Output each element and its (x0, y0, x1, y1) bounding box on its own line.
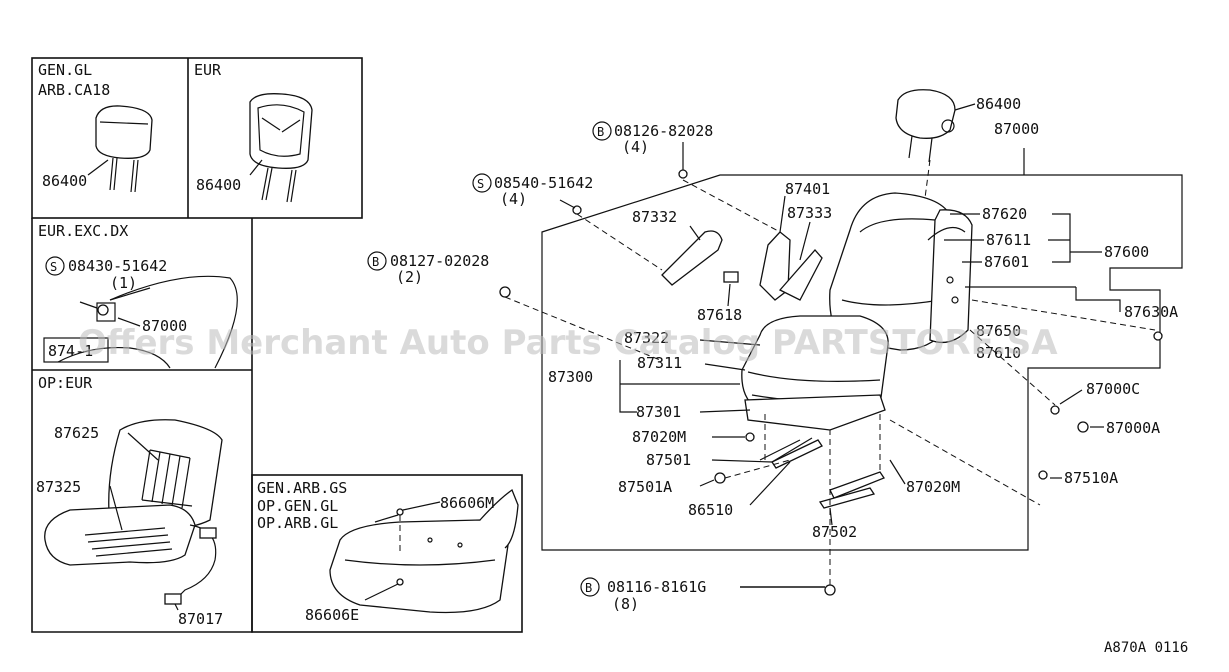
headrest-drawing (95, 105, 153, 193)
inset-title: OP:EUR (38, 374, 93, 392)
headrest-drawing (249, 93, 313, 203)
bolt-symbol-icon (580, 577, 600, 597)
fastener-code: 08540-51642 (494, 174, 593, 192)
part-label-87020M[interactable]: 87020M (632, 428, 686, 446)
part-label-87618[interactable]: 87618 (697, 306, 742, 324)
part-label[interactable]: 86606E (305, 606, 359, 624)
seat-heater-drawing (44, 419, 223, 605)
part-label-87630A[interactable]: 87630A (1124, 303, 1178, 321)
part-label-87000[interactable]: 87000 (994, 120, 1039, 138)
part-label-87650[interactable]: 87650 (976, 322, 1021, 340)
part-label[interactable]: 86606M (440, 494, 494, 512)
part-label[interactable]: 86400 (196, 176, 241, 194)
part-label-87610[interactable]: 87610 (976, 344, 1021, 362)
part-label-87501[interactable]: 87501 (646, 451, 691, 469)
part-label-87611[interactable]: 87611 (986, 231, 1031, 249)
part-label-87000C[interactable]: 87000C (1086, 380, 1140, 398)
part-label-87401[interactable]: 87401 (785, 180, 830, 198)
part-label-87300[interactable]: 87300 (548, 368, 593, 386)
part-labels: 86400 87000 87401 87332 87333 87620 8761… (548, 95, 1178, 541)
inset-frames (31, 57, 523, 633)
inset-eur: EUR 86400 (194, 61, 313, 203)
fastener-3[interactable]: B 08127-02028 (2) (367, 251, 489, 286)
part-label-87601[interactable]: 87601 (984, 253, 1029, 271)
part-label[interactable]: 86400 (42, 172, 87, 190)
fastener-qty: (1) (110, 274, 137, 292)
fastener-code: 08116-8161G (607, 578, 706, 596)
svg-text:B: B (597, 125, 604, 139)
fastener-qty: (4) (500, 190, 527, 208)
part-label-87501A[interactable]: 87501A (618, 478, 672, 496)
diagram-code: A870A 0116 (1104, 640, 1188, 656)
screw-symbol-icon (45, 256, 65, 276)
seat-assembly-drawing (499, 89, 1163, 596)
fastener-code: 08126-82028 (614, 122, 713, 140)
part-label-87020M[interactable]: 87020M (906, 478, 960, 496)
fastener-code: 08127-02028 (390, 252, 489, 270)
inset-title: GEN.ARB.GS (257, 479, 347, 497)
inset-gen-arb-gs: GEN.ARB.GS OP.GEN.GL OP.ARB.GL 86606M 86… (257, 479, 519, 624)
part-label-87311[interactable]: 87311 (637, 354, 682, 372)
part-label[interactable]: 87625 (54, 424, 99, 442)
part-label-87332[interactable]: 87332 (632, 208, 677, 226)
part-label-86510[interactable]: 86510 (688, 501, 733, 519)
fastener-code[interactable]: 08430-51642 (68, 257, 167, 275)
part-label[interactable]: 87000 (142, 317, 187, 335)
part-label-87620[interactable]: 87620 (982, 205, 1027, 223)
part-label-87000A[interactable]: 87000A (1106, 419, 1160, 437)
part-label-86400[interactable]: 86400 (976, 95, 1021, 113)
part-label-87333[interactable]: 87333 (787, 204, 832, 222)
part-label[interactable]: 87017 (178, 610, 223, 628)
inset-title: GEN.GL (38, 61, 92, 79)
fastener-qty: (4) (622, 138, 649, 156)
part-label[interactable]: 874-1 (48, 342, 93, 360)
fastener-qty: (8) (612, 595, 639, 613)
inset-title: EUR (194, 61, 222, 79)
part-label-87502[interactable]: 87502 (812, 523, 857, 541)
watermark: Offers Merchant Auto Parts Catalog PARTS… (78, 323, 1058, 363)
inset-title: OP.GEN.GL (257, 497, 338, 515)
svg-text:B: B (372, 255, 379, 269)
bolt-symbol-icon (367, 251, 387, 271)
seat-cushion-drawing (329, 488, 519, 614)
bolt-symbol-icon (592, 121, 612, 141)
part-label[interactable]: 87325 (36, 478, 81, 496)
part-label-87510A[interactable]: 87510A (1064, 469, 1118, 487)
svg-text:S: S (50, 260, 57, 274)
fastener-callouts: B 08126-82028 (4) S 08540-51642 (4) B 08… (367, 121, 825, 613)
part-label-87600[interactable]: 87600 (1104, 243, 1149, 261)
inset-eur-exc-dx: EUR.EXC.DX S 08430-51642 (1) 87000 874-1 (38, 222, 238, 369)
svg-text:B: B (585, 581, 592, 595)
inset-title: ARB.CA18 (38, 81, 110, 99)
fastener-2[interactable]: S 08540-51642 (4) (472, 173, 593, 209)
svg-text:S: S (477, 177, 484, 191)
inset-gen-gl: GEN.GL ARB.CA18 86400 (38, 61, 153, 193)
assembly-boundary (541, 148, 1183, 551)
fastener-1[interactable]: B 08126-82028 (4) (592, 121, 713, 170)
inset-title: OP.ARB.GL (257, 514, 338, 532)
fastener-qty: (2) (396, 268, 423, 286)
part-label-87322[interactable]: 87322 (624, 329, 669, 347)
screw-symbol-icon (472, 173, 492, 193)
part-label-87301[interactable]: 87301 (636, 403, 681, 421)
fastener-4[interactable]: B 08116-8161G (8) (580, 577, 825, 613)
inset-op-eur: OP:EUR 87625 87325 8 (36, 374, 223, 628)
inset-title: EUR.EXC.DX (38, 222, 128, 240)
